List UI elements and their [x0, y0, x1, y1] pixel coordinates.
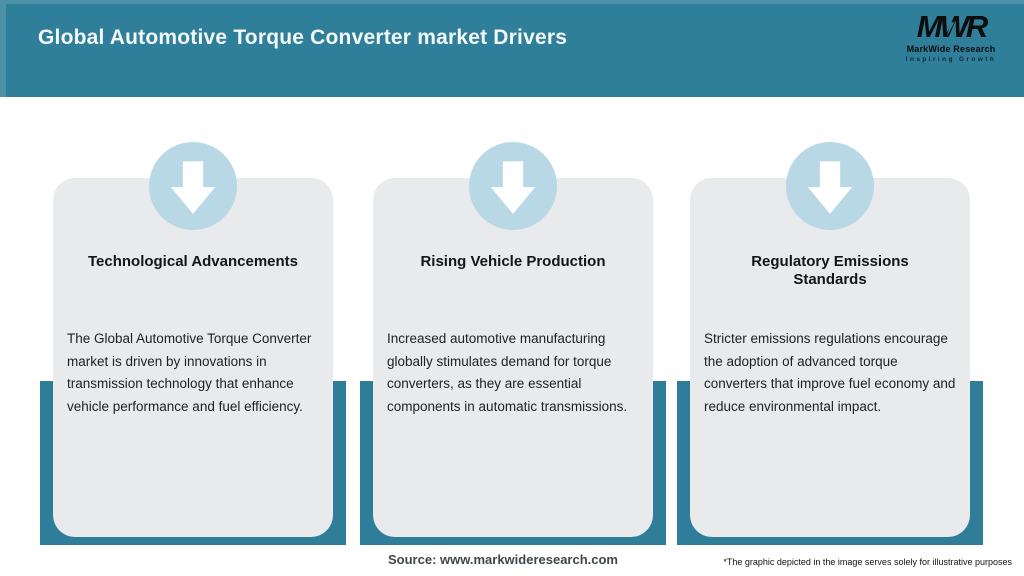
lightning-bolt-icon	[946, 15, 955, 36]
down-arrow-icon	[786, 142, 874, 230]
card-panel	[690, 178, 970, 537]
source-attribution: Source: www.markwideresearch.com	[387, 552, 619, 567]
card-title: Regulatory Emissions Standards	[751, 253, 909, 288]
driver-card-rising-vehicle-production: Rising Vehicle Production Increased auto…	[360, 142, 666, 545]
disclaimer-note: *The graphic depicted in the image serve…	[723, 557, 1012, 567]
driver-card-regulatory-emissions-standards: Regulatory Emissions Standards Stricter …	[677, 142, 983, 545]
card-panel	[53, 178, 333, 537]
card-title: Technological Advancements	[87, 253, 299, 270]
markwide-logo: MWR MarkWide Research Inspiring Growth	[892, 10, 1010, 64]
down-arrow-icon	[149, 142, 237, 230]
logo-name: MarkWide Research	[906, 44, 996, 54]
page-title: Global Automotive Torque Converter marke…	[38, 26, 568, 49]
header-band: Global Automotive Torque Converter marke…	[0, 0, 1024, 97]
down-arrow-icon	[469, 142, 557, 230]
logo-acronym: MWR	[917, 10, 989, 44]
logo-tagline: Inspiring Growth	[905, 56, 997, 63]
card-body-text: Increased automotive manufacturing globa…	[387, 331, 628, 414]
card-body-text: Stricter emissions regulations encourage…	[704, 331, 956, 414]
card-panel	[373, 178, 653, 537]
card-title: Rising Vehicle Production	[420, 253, 606, 270]
card-body-text: The Global Automotive Torque Converter m…	[67, 331, 312, 414]
driver-card-technological-advancements: Technological Advancements The Global Au…	[40, 142, 346, 545]
